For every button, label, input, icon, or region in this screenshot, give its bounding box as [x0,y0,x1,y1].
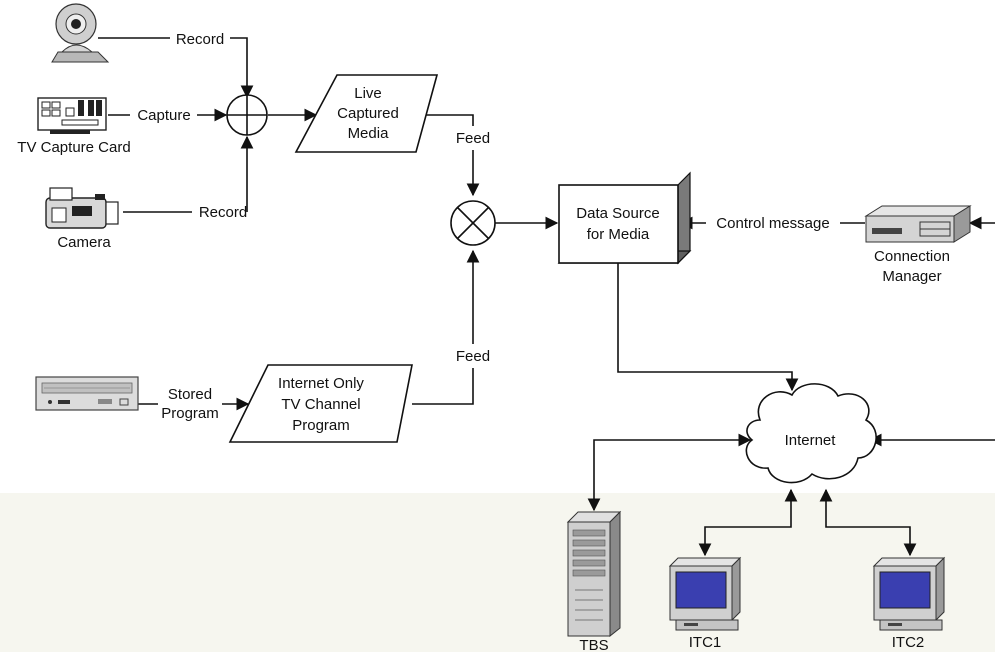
label-connection: Connection [874,248,950,265]
label-record-camera: Record [199,204,247,221]
connectors [98,37,995,557]
multiplier-junction [450,200,496,246]
program-line3: Program [292,417,350,434]
label-manager: Manager [882,268,941,285]
edge-program-feed [412,368,474,405]
edge-labels: Record Capture Record Feed Feed Stored P… [137,31,829,422]
dvd-drive-icon [35,376,139,411]
live-media-line2: Captured [337,105,399,122]
program-line1: Internet Only [278,375,364,392]
edge-internet-tbs [587,433,752,512]
edge-record-to-sum [230,37,254,99]
data-source-box [557,171,692,265]
live-media-line1: Live [354,85,382,102]
label-feed-live: Feed [456,130,490,147]
live-media-line3: Media [348,125,390,142]
edge-datasource-to-internet [617,263,799,392]
label-tbs: TBS [579,637,608,652]
network-device-icon [864,205,972,243]
computer-icon [668,556,742,631]
camcorder-icon [45,187,119,229]
cloud-icon [745,383,877,484]
computer-icon [872,556,946,631]
label-itc1: ITC1 [689,634,722,651]
edge-internet-itc2 [819,488,917,557]
data-source-line2: for Media [587,226,650,243]
label-tv-capture-card: TV Capture Card [17,139,130,156]
label-itc2: ITC2 [892,634,925,651]
label-record-webcam: Record [176,31,224,48]
webcam-icon [51,3,110,63]
edge-live-feed [420,114,474,126]
label-control-message: Control message [716,215,829,232]
live-captured-media-box [294,74,439,153]
summing-junction [226,94,268,136]
server-icon [566,510,622,638]
capture-card-icon [37,97,107,134]
edge-internet-itc1 [698,488,798,557]
program-line2: TV Channel [281,396,360,413]
internet-only-program-box [228,364,413,443]
label-feed-program: Feed [456,348,490,365]
label-capture: Capture [137,107,190,124]
label-internet: Internet [785,432,837,449]
label-program: Program [161,405,219,422]
label-stored: Stored [168,386,212,403]
label-camera: Camera [57,234,111,251]
data-source-line1: Data Source [576,205,659,222]
